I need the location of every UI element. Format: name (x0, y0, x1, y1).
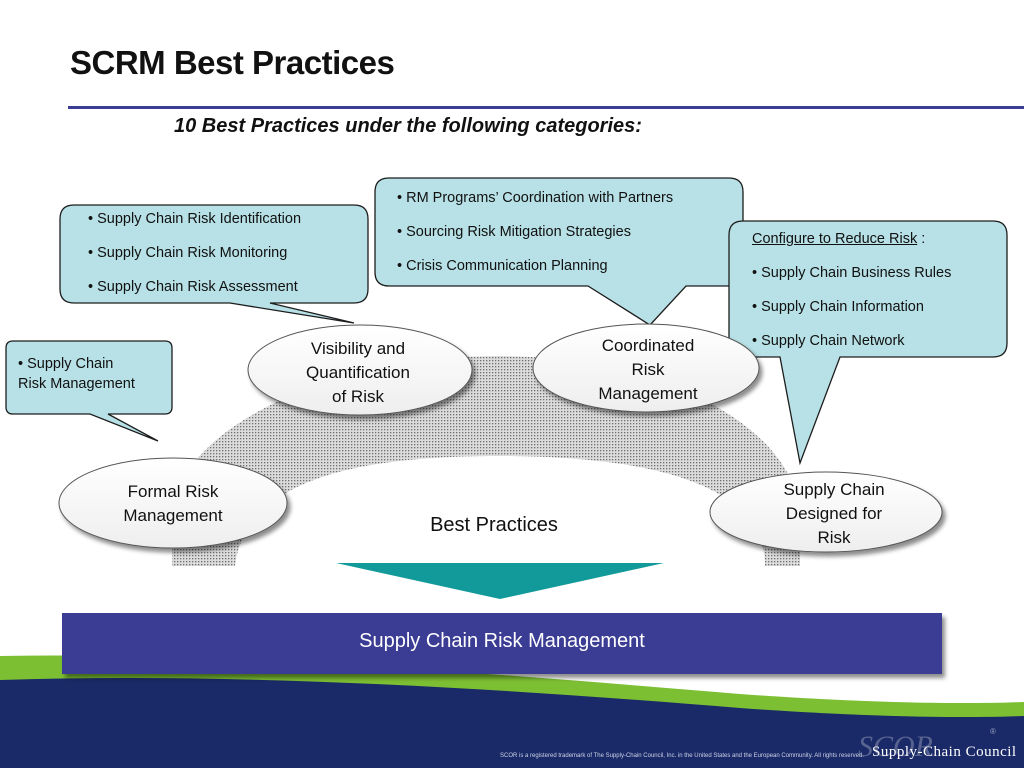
callout-coordinated-item: • Sourcing Risk Mitigation Strategies (397, 224, 631, 240)
callout-visibility (59, 204, 369, 324)
oval-coordinated-text: Coordinated Risk Management (558, 334, 738, 406)
oval-visibility-line: of Risk (332, 387, 384, 406)
callout-designed-item: • Supply Chain Network (752, 333, 905, 349)
oval-visibility-text: Visibility and Quantification of Risk (268, 337, 448, 409)
oval-coordinated-risk-management (532, 323, 760, 413)
callout-scrm-text: • Supply Chain Risk Management (18, 354, 135, 394)
callout-coordinated-item: • RM Programs’ Coordination with Partner… (397, 190, 674, 206)
callout-scrm-line: Risk Management (18, 376, 135, 392)
callout-coordinated (374, 177, 744, 326)
callout-designed-heading: Configure to Reduce Risk (752, 231, 918, 247)
callout-designed-text: Configure to Reduce Risk : • Supply Chai… (752, 222, 951, 358)
callout-scrm (5, 340, 173, 442)
scor-logo-mark: SCOR (858, 730, 933, 763)
callout-visibility-item: • Supply Chain Risk Identification (88, 211, 302, 227)
supply-chain-council-logo: Supply-Chain Council (872, 744, 1017, 760)
callout-designed-heading-row: Configure to Reduce Risk : (752, 222, 951, 256)
callout-scrm-line: • Supply Chain (18, 356, 114, 372)
callout-designed-item: • Supply Chain Business Rules (752, 265, 952, 281)
oval-coordinated-line: Management (598, 384, 698, 403)
oval-designed-line: Designed for (785, 504, 883, 523)
subtitle: 10 Best Practices under the following ca… (174, 115, 642, 137)
trademark-note: SCOR is a registered trademark of The Su… (500, 753, 864, 759)
oval-visibility-line: Quantification (306, 363, 410, 382)
oval-coordinated-line: Coordinated (601, 336, 695, 355)
oval-coordinated-line: Risk (631, 360, 665, 379)
scrm-banner (62, 613, 942, 674)
footer-blue-band (0, 678, 1024, 768)
oval-formal-line: Formal Risk (127, 482, 219, 501)
callout-visibility-item: • Supply Chain Risk Assessment (88, 279, 298, 295)
oval-formal-line: Management (123, 506, 223, 525)
registered-mark: ® (990, 727, 996, 736)
callout-visibility-text: • Supply Chain Risk Identification • Sup… (88, 202, 301, 304)
callout-designed-item: • Supply Chain Information (752, 299, 924, 315)
oval-visibility-line: Visibility and (310, 339, 406, 358)
best-practices-label: Best Practices (430, 514, 558, 536)
page-title: SCRM Best Practices (70, 44, 395, 81)
callout-visibility-item: • Supply Chain Risk Monitoring (88, 245, 288, 261)
title-divider (68, 106, 1024, 109)
oval-designed-line: Supply Chain (783, 480, 885, 499)
oval-formal-text: Formal Risk Management (83, 480, 263, 528)
oval-designed-line: Risk (817, 528, 851, 547)
oval-formal-risk-management (58, 457, 288, 549)
banner-label: Supply Chain Risk Management (359, 630, 645, 652)
callout-designed (728, 220, 1008, 466)
oval-visibility-quantification (247, 324, 473, 416)
down-arrow (336, 563, 664, 599)
oval-supply-chain-designed (709, 471, 943, 553)
callout-coordinated-item: • Crisis Communication Planning (397, 258, 608, 274)
callout-coordinated-text: • RM Programs’ Coordination with Partner… (397, 181, 673, 283)
oval-designed-text: Supply Chain Designed for Risk (744, 478, 924, 550)
callout-designed-heading-suffix: : (917, 231, 926, 247)
